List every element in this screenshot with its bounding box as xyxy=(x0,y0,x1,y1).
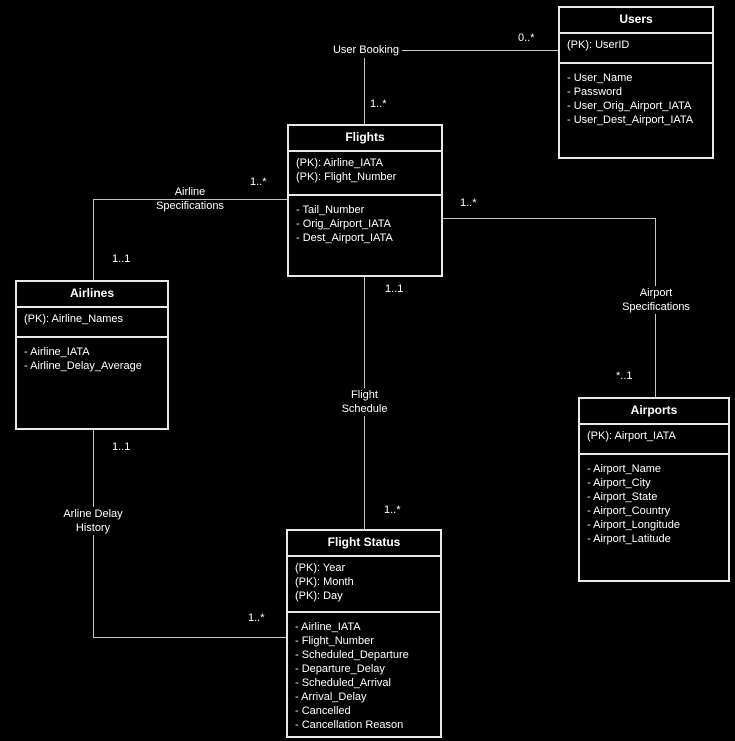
cardinality-airline-spec-flights: 1..* xyxy=(249,176,268,188)
entity-attribute-section: - User_Name - Password - User_Orig_Airpo… xyxy=(560,64,712,134)
attribute-row: - Scheduled_Departure xyxy=(295,649,409,661)
entity-title: Users xyxy=(560,8,712,34)
attribute-row: - Arrival_Delay xyxy=(295,691,367,703)
connector-user-booking-horizontal xyxy=(402,50,558,51)
attribute-row: - Flight_Number xyxy=(295,635,374,647)
cardinality-user-booking-flights: 1..* xyxy=(369,98,388,110)
cardinality-airline-spec-airlines: 1..1 xyxy=(111,253,132,265)
entity-airlines: Airlines (PK): Airline_Names - Airline_I… xyxy=(15,280,169,430)
pk-row: (PK): Flight_Number xyxy=(296,171,397,183)
connector-airline-specifications-vertical xyxy=(93,199,94,280)
relationship-label-user-booking: User Booking xyxy=(332,44,400,56)
entity-airports: Airports (PK): Airport_IATA - Airport_Na… xyxy=(578,397,730,582)
relationship-label-airport-specifications: Airport Specifications xyxy=(608,286,704,314)
entity-attribute-section: - Airline_IATA - Airline_Delay_Average xyxy=(17,338,167,380)
attribute-row: - Airport_Name xyxy=(587,463,661,475)
entity-pk-section: (PK): Airport_IATA xyxy=(580,425,728,455)
attribute-row: - Airline_Delay_Average xyxy=(24,360,142,372)
cardinality-delay-history-airlines: 1..1 xyxy=(111,441,132,453)
relationship-label-airline-specifications: Airline Specifications xyxy=(150,185,230,213)
label-line: Specifications xyxy=(622,301,690,313)
attribute-row: - Scheduled_Arrival xyxy=(295,677,391,689)
cardinality-flight-schedule-flights: 1..1 xyxy=(384,283,405,295)
entity-users: Users (PK): UserID - User_Name - Passwor… xyxy=(558,6,714,159)
label-line: Airport xyxy=(639,287,673,299)
label-line: Arline Delay xyxy=(63,508,123,520)
entity-title: Flight Status xyxy=(288,531,440,557)
pk-row: (PK): Airline_Names xyxy=(24,313,124,325)
label-line: Airline xyxy=(174,186,206,198)
attribute-row: - Cancellation Reason xyxy=(295,719,404,731)
connector-user-booking-vertical xyxy=(364,58,365,124)
entity-title: Airlines xyxy=(17,282,167,308)
entity-title: Airports xyxy=(580,399,728,425)
pk-row: (PK): Airport_IATA xyxy=(587,430,676,442)
connector-airline-specifications-horizontal xyxy=(93,199,287,200)
attribute-row: - Airport_Latitude xyxy=(587,533,671,545)
cardinality-user-booking-users: 0..* xyxy=(517,32,536,44)
pk-row: (PK): Year xyxy=(295,562,346,574)
attribute-row: - Airport_Country xyxy=(587,505,671,517)
attribute-row: - User_Orig_Airport_IATA xyxy=(567,100,692,112)
connector-airport-specifications-horizontal xyxy=(443,218,656,219)
pk-row: (PK): Month xyxy=(295,576,354,588)
entity-flight-status: Flight Status (PK): Year (PK): Month (PK… xyxy=(286,529,442,738)
entity-pk-section: (PK): Airline_IATA (PK): Flight_Number xyxy=(289,152,441,196)
attribute-row: - Tail_Number xyxy=(296,204,365,216)
attribute-row: - Departure_Delay xyxy=(295,663,385,675)
entity-pk-section: (PK): Year (PK): Month (PK): Day xyxy=(288,557,440,613)
label-line: Schedule xyxy=(341,403,388,415)
attribute-row: - Airline_IATA xyxy=(295,621,361,633)
attribute-row: - Dest_Airport_IATA xyxy=(296,232,393,244)
attribute-row: - Orig_Airport_IATA xyxy=(296,218,391,230)
pk-row: (PK): Airline_IATA xyxy=(296,157,384,169)
entity-attribute-section: - Airport_Name - Airport_City - Airport_… xyxy=(580,455,728,553)
cardinality-airport-spec-airports: *..1 xyxy=(615,370,634,382)
label-line: History xyxy=(75,522,111,534)
pk-row: (PK): UserID xyxy=(567,39,630,51)
attribute-row: - Airport_City xyxy=(587,477,651,489)
entity-title: Flights xyxy=(289,126,441,152)
attribute-row: - Cancelled xyxy=(295,705,351,717)
relationship-label-airline-delay-history: Arline Delay History xyxy=(53,507,133,535)
connector-airline-delay-history-horizontal xyxy=(93,637,286,638)
entity-attribute-section: - Airline_IATA - Flight_Number - Schedul… xyxy=(288,613,440,739)
attribute-row: - Password xyxy=(567,86,623,98)
entity-pk-section: (PK): UserID xyxy=(560,34,712,64)
attribute-row: - User_Dest_Airport_IATA xyxy=(567,114,694,126)
attribute-row: - Airport_Longitude xyxy=(587,519,680,531)
label-line: Specifications xyxy=(156,200,224,212)
entity-attribute-section: - Tail_Number - Orig_Airport_IATA - Dest… xyxy=(289,196,441,252)
attribute-row: - User_Name xyxy=(567,72,633,84)
cardinality-delay-history-status: 1..* xyxy=(247,612,266,624)
cardinality-flight-schedule-status: 1..* xyxy=(383,504,402,516)
attribute-row: - Airport_State xyxy=(587,491,658,503)
entity-flights: Flights (PK): Airline_IATA (PK): Flight_… xyxy=(287,124,443,277)
cardinality-airport-spec-flights: 1..* xyxy=(459,197,478,209)
entity-pk-section: (PK): Airline_Names xyxy=(17,308,167,338)
attribute-row: - Airline_IATA xyxy=(24,346,90,358)
relationship-label-flight-schedule: Flight Schedule xyxy=(334,388,395,416)
pk-row: (PK): Day xyxy=(295,590,343,602)
label-line: Flight xyxy=(351,389,378,401)
